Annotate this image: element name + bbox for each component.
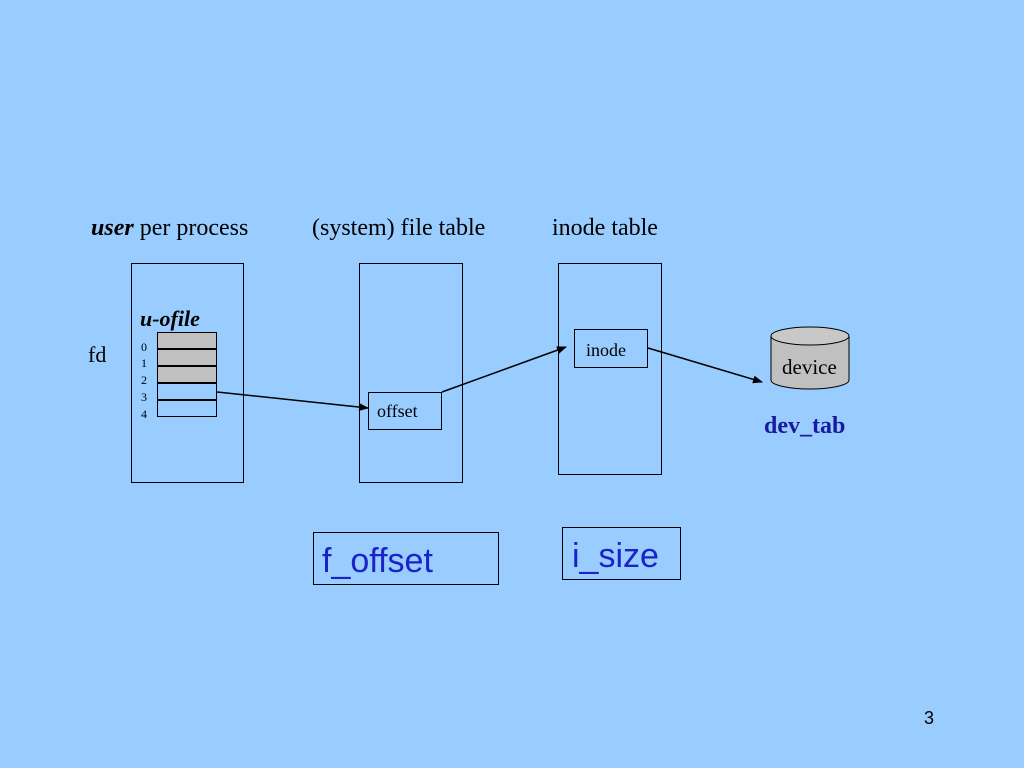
user-heading-bold: user (91, 215, 134, 241)
u-ofile-slot (157, 383, 217, 400)
user-per-process-heading: user per process (91, 216, 248, 240)
fd-to-offset-arrow (216, 391, 369, 412)
user-area-box (131, 263, 244, 483)
slot-index: 0 (141, 340, 147, 354)
inode-entry-box (574, 329, 648, 368)
f-offset-label: f_offset (322, 542, 433, 580)
file-table-heading: (system) file table (312, 215, 486, 241)
u-ofile-title: u-ofile (140, 306, 200, 331)
user-heading-rest: per process (133, 215, 249, 241)
offset-entry-label: offset (377, 401, 418, 421)
inode-table-heading: inode table (552, 215, 658, 241)
inode-table-box (558, 263, 662, 475)
slot-index: 1 (141, 356, 147, 370)
i-size-box (562, 527, 681, 580)
i-size-label: i_size (572, 537, 659, 575)
dev-tab-caption: dev_tab (764, 413, 846, 439)
u-ofile-slot (157, 332, 217, 349)
u-ofile-slot (157, 349, 217, 366)
inode-entry-label: inode (586, 340, 626, 360)
slot-index: 4 (141, 407, 147, 421)
slot-index: 3 (141, 390, 147, 404)
offset-to-inode-arrow (441, 346, 567, 393)
u-ofile-slot (157, 400, 217, 417)
inode-to-device-arrow (647, 347, 763, 384)
fd-label: fd (88, 342, 107, 367)
page-number: 3 (924, 708, 935, 728)
device-label: device (782, 355, 837, 379)
f-offset-box (313, 532, 499, 585)
file-table-box (359, 263, 463, 483)
slot-index: 2 (141, 373, 147, 387)
u-ofile-slot (157, 366, 217, 383)
device-cylinder-icon (770, 326, 850, 390)
